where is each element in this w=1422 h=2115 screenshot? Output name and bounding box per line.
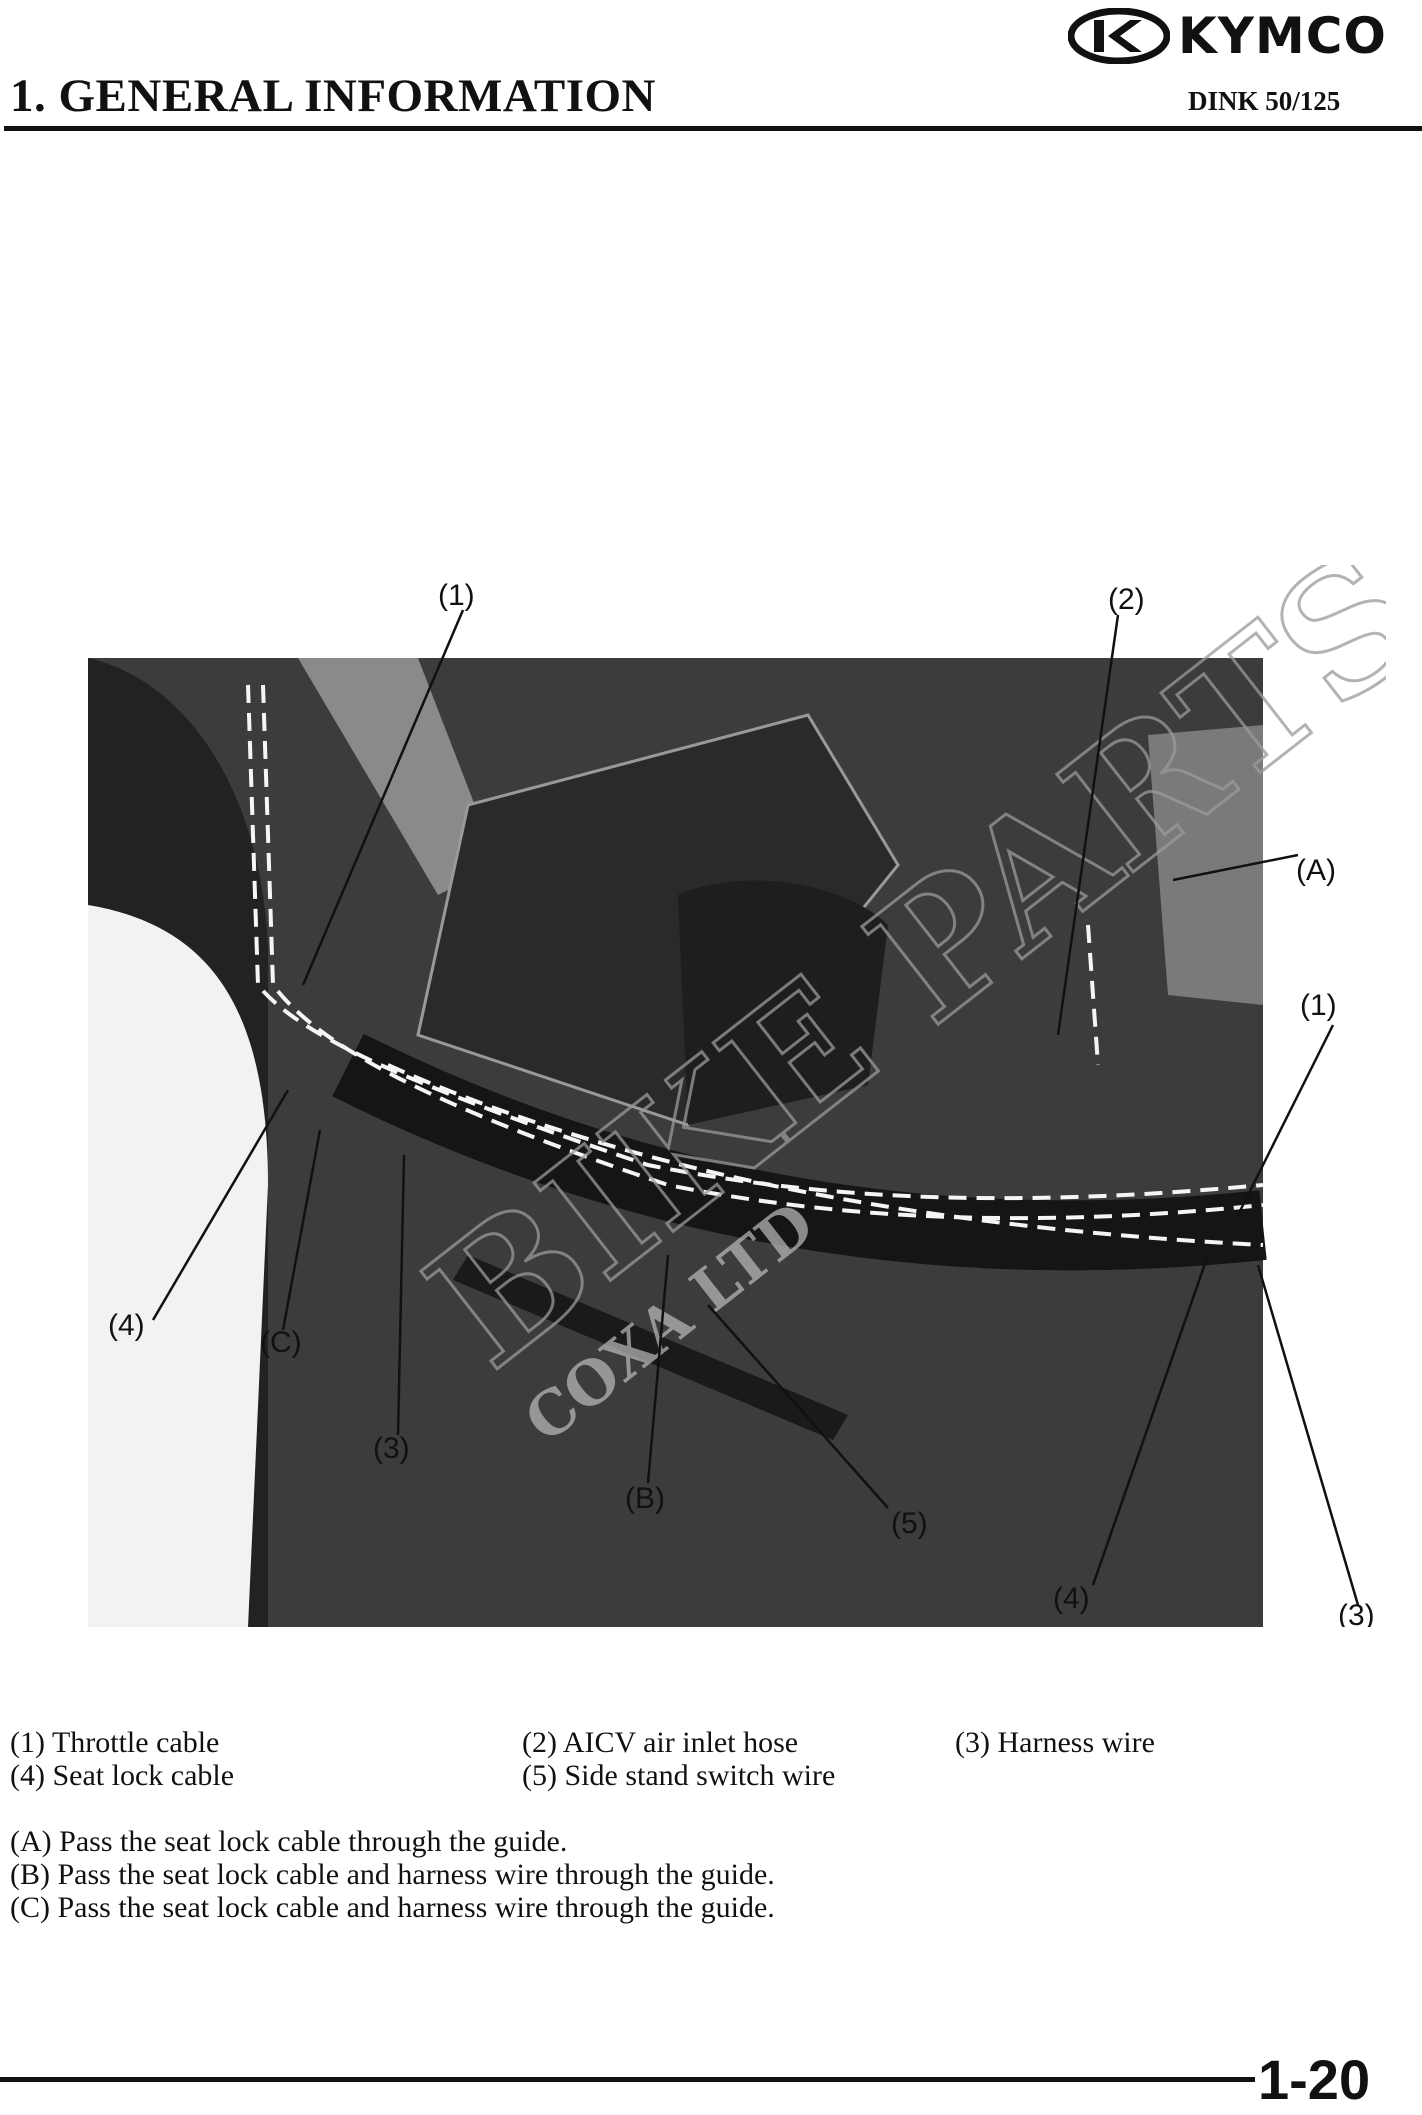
callout-5: (5) xyxy=(891,1507,928,1540)
legend-item-seat-lock-cable: (4) Seat lock cable xyxy=(10,1759,235,1792)
callout-1-right: (1) xyxy=(1300,989,1337,1022)
legend-item-harness-wire: (3) Harness wire xyxy=(955,1726,1155,1759)
legend-item-throttle-cable: (1) Throttle cable xyxy=(10,1726,220,1759)
kymco-logo: KYMCO xyxy=(1068,6,1420,66)
brand-wordmark: KYMCO xyxy=(1178,7,1387,65)
callout-b: (B) xyxy=(625,1482,665,1515)
footer-rule xyxy=(0,2077,1255,2082)
frame-plate xyxy=(1148,725,1263,1005)
note-c: (C) Pass the seat lock cable and harness… xyxy=(10,1891,775,1924)
callout-c: (C) xyxy=(260,1326,302,1359)
leader-lines xyxy=(151,609,1360,1606)
callout-1-top: (1) xyxy=(438,579,475,612)
legend-item-aicv-hose: (2) AICV air inlet hose xyxy=(522,1726,799,1759)
routing-dashes xyxy=(246,684,1264,1247)
note-b: (B) Pass the seat lock cable and harness… xyxy=(10,1858,775,1891)
frame-tube xyxy=(298,658,498,895)
callout-a: (A) xyxy=(1296,854,1336,887)
callout-2: (2) xyxy=(1108,583,1145,616)
callout-3-right: (3) xyxy=(1338,1599,1375,1627)
fender-panel xyxy=(88,905,268,1627)
model-label: DINK 50/125 xyxy=(1188,86,1341,116)
cable-routing-figure: BIKE PARTS COXA LTD (1) (2) (A) (1) (4) … xyxy=(88,565,1386,1627)
battery-box xyxy=(678,880,888,1125)
header-rule xyxy=(4,126,1422,131)
note-a: (A) Pass the seat lock cable through the… xyxy=(10,1825,568,1858)
callout-3-left: (3) xyxy=(373,1432,410,1465)
side-stand xyxy=(453,1255,848,1440)
page-number: 1-20 xyxy=(1258,2048,1371,2111)
kymco-emblem-icon xyxy=(1068,8,1170,64)
callout-4-right: (4) xyxy=(1053,1582,1090,1615)
section-title: 1. GENERAL INFORMATION xyxy=(10,70,656,122)
callout-4-left: (4) xyxy=(108,1309,145,1342)
legend-item-side-stand-wire: (5) Side stand switch wire xyxy=(522,1759,836,1792)
